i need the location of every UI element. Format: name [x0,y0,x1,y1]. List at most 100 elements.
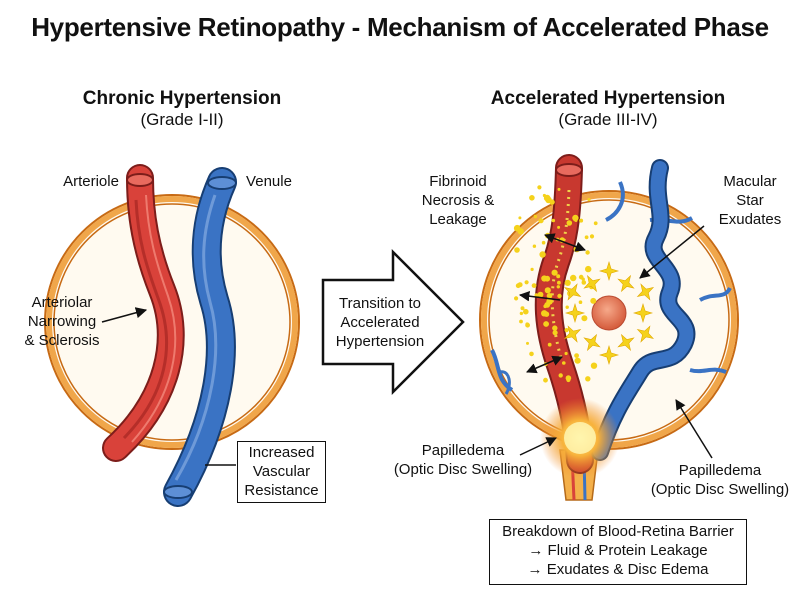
exudate-dot [579,218,584,223]
exudate-dot [542,193,547,198]
leakage-arrow-lower [526,355,563,374]
star-exudate [617,274,635,293]
exudate-dot [520,306,525,311]
exudate-layer [513,185,655,383]
right-tortuous-venule [591,159,696,461]
star-exudate [636,283,655,301]
exudate-dot [564,279,571,286]
exudate-dot [529,351,534,357]
macula [591,295,627,331]
exudate-dot [514,247,520,253]
exudate-dot [581,315,588,322]
exudate-dot [590,362,598,369]
narrowing-label: Arteriolar Narrowing & Sclerosis [24,294,100,349]
exudate-dot [533,214,538,219]
leakage-arrow-upper [544,233,586,252]
exudate-dot [539,251,546,258]
left-panel-subtitle: (Grade I-II) [140,110,224,129]
fibrinoid-label: Fibrinoid Necrosis & Leakage [421,173,495,228]
exudate-dot [581,277,585,281]
left-panel-title: Chronic Hypertension [82,88,282,109]
exudate-dot [565,305,569,309]
left-arteriole [102,164,185,462]
transition-arrow [321,248,465,396]
exudate-dot [551,218,556,223]
exudate-dot [524,280,529,285]
exudate-dot [551,269,558,276]
exudate-dot [546,298,553,305]
macular-star-label: Macular Star Exudates [718,173,782,228]
star-exudate [632,302,654,324]
star-exudate [598,260,620,282]
exudate-dot [574,353,579,358]
exudate-dot [513,224,521,232]
star-exudate [563,283,582,301]
exudate-dot [537,185,542,190]
star-exudate [583,274,601,293]
arteriole-label: Arteriole [63,173,119,190]
star-exudate [563,325,582,343]
right-panel-title: Accelerated Hypertension [490,88,726,109]
exudate-dot [574,357,581,364]
star-exudate [564,302,586,324]
exudate-dot [538,218,544,224]
exudate-dot [529,195,535,201]
exudate-dot [519,319,523,324]
exudate-dot [578,300,583,305]
right-panel-subtitle: (Grade III-IV) [558,110,658,129]
exudate-dot [564,328,569,333]
exudate-dot [552,325,558,331]
exudate-dot [566,377,571,383]
exudate-dot [585,265,592,273]
exudate-dot [552,330,558,336]
exudate-dot [562,361,566,365]
exudate-dot [590,297,597,304]
exudate-dot [526,341,529,345]
exudate-dot [541,240,546,245]
exudate-dot [546,293,553,299]
leakage-arrow-left [518,290,561,302]
exudate-dot [517,282,523,288]
exudate-dot [543,304,547,309]
exudate-dot [544,287,551,294]
left-eye-diagram [44,164,300,507]
narrowing-arrow [101,307,148,323]
exudate-dot [556,285,560,289]
macular-star-arrow [639,225,705,279]
exudate-dot [532,244,537,248]
exudate-dot [547,342,552,347]
exudate-dot [593,221,598,226]
exudate-dot [564,351,568,356]
exudate-dot [572,214,579,222]
left-eye-ring [46,196,298,448]
resistance-box: Increased Vascular Resistance [237,441,326,503]
venule-label: Venule [246,173,292,190]
exudate-dot [557,187,561,191]
exudate-dot [557,293,562,299]
star-exudate [636,325,655,343]
papilledema-left-label: Papilledema (Optic Disc Swelling) [393,442,533,478]
right-eye-diagram [479,154,739,501]
left-venule [163,167,237,507]
transition-label: Transition to Accelerated Hypertension [335,295,425,350]
exudate-dot [534,293,539,298]
star-exudate [598,344,620,366]
exudate-dot [525,322,529,327]
exudate-dot [523,308,529,315]
exudate-dot [518,216,522,220]
exudate-dot [558,373,563,378]
papilledema-arrow-left [519,437,557,456]
star-exudate [583,333,601,352]
papilledema-right-label: Papilledema (Optic Disc Swelling) [650,462,790,498]
exudate-dot [557,280,561,285]
exudate-dot [566,220,573,226]
exudate-dot [519,311,524,316]
exudate-dot [581,280,587,285]
exudate-dot [585,376,591,382]
exudate-dot [585,250,590,255]
exudate-dot [514,296,519,301]
exudate-dot [541,275,548,282]
exudate-dot [543,321,549,327]
